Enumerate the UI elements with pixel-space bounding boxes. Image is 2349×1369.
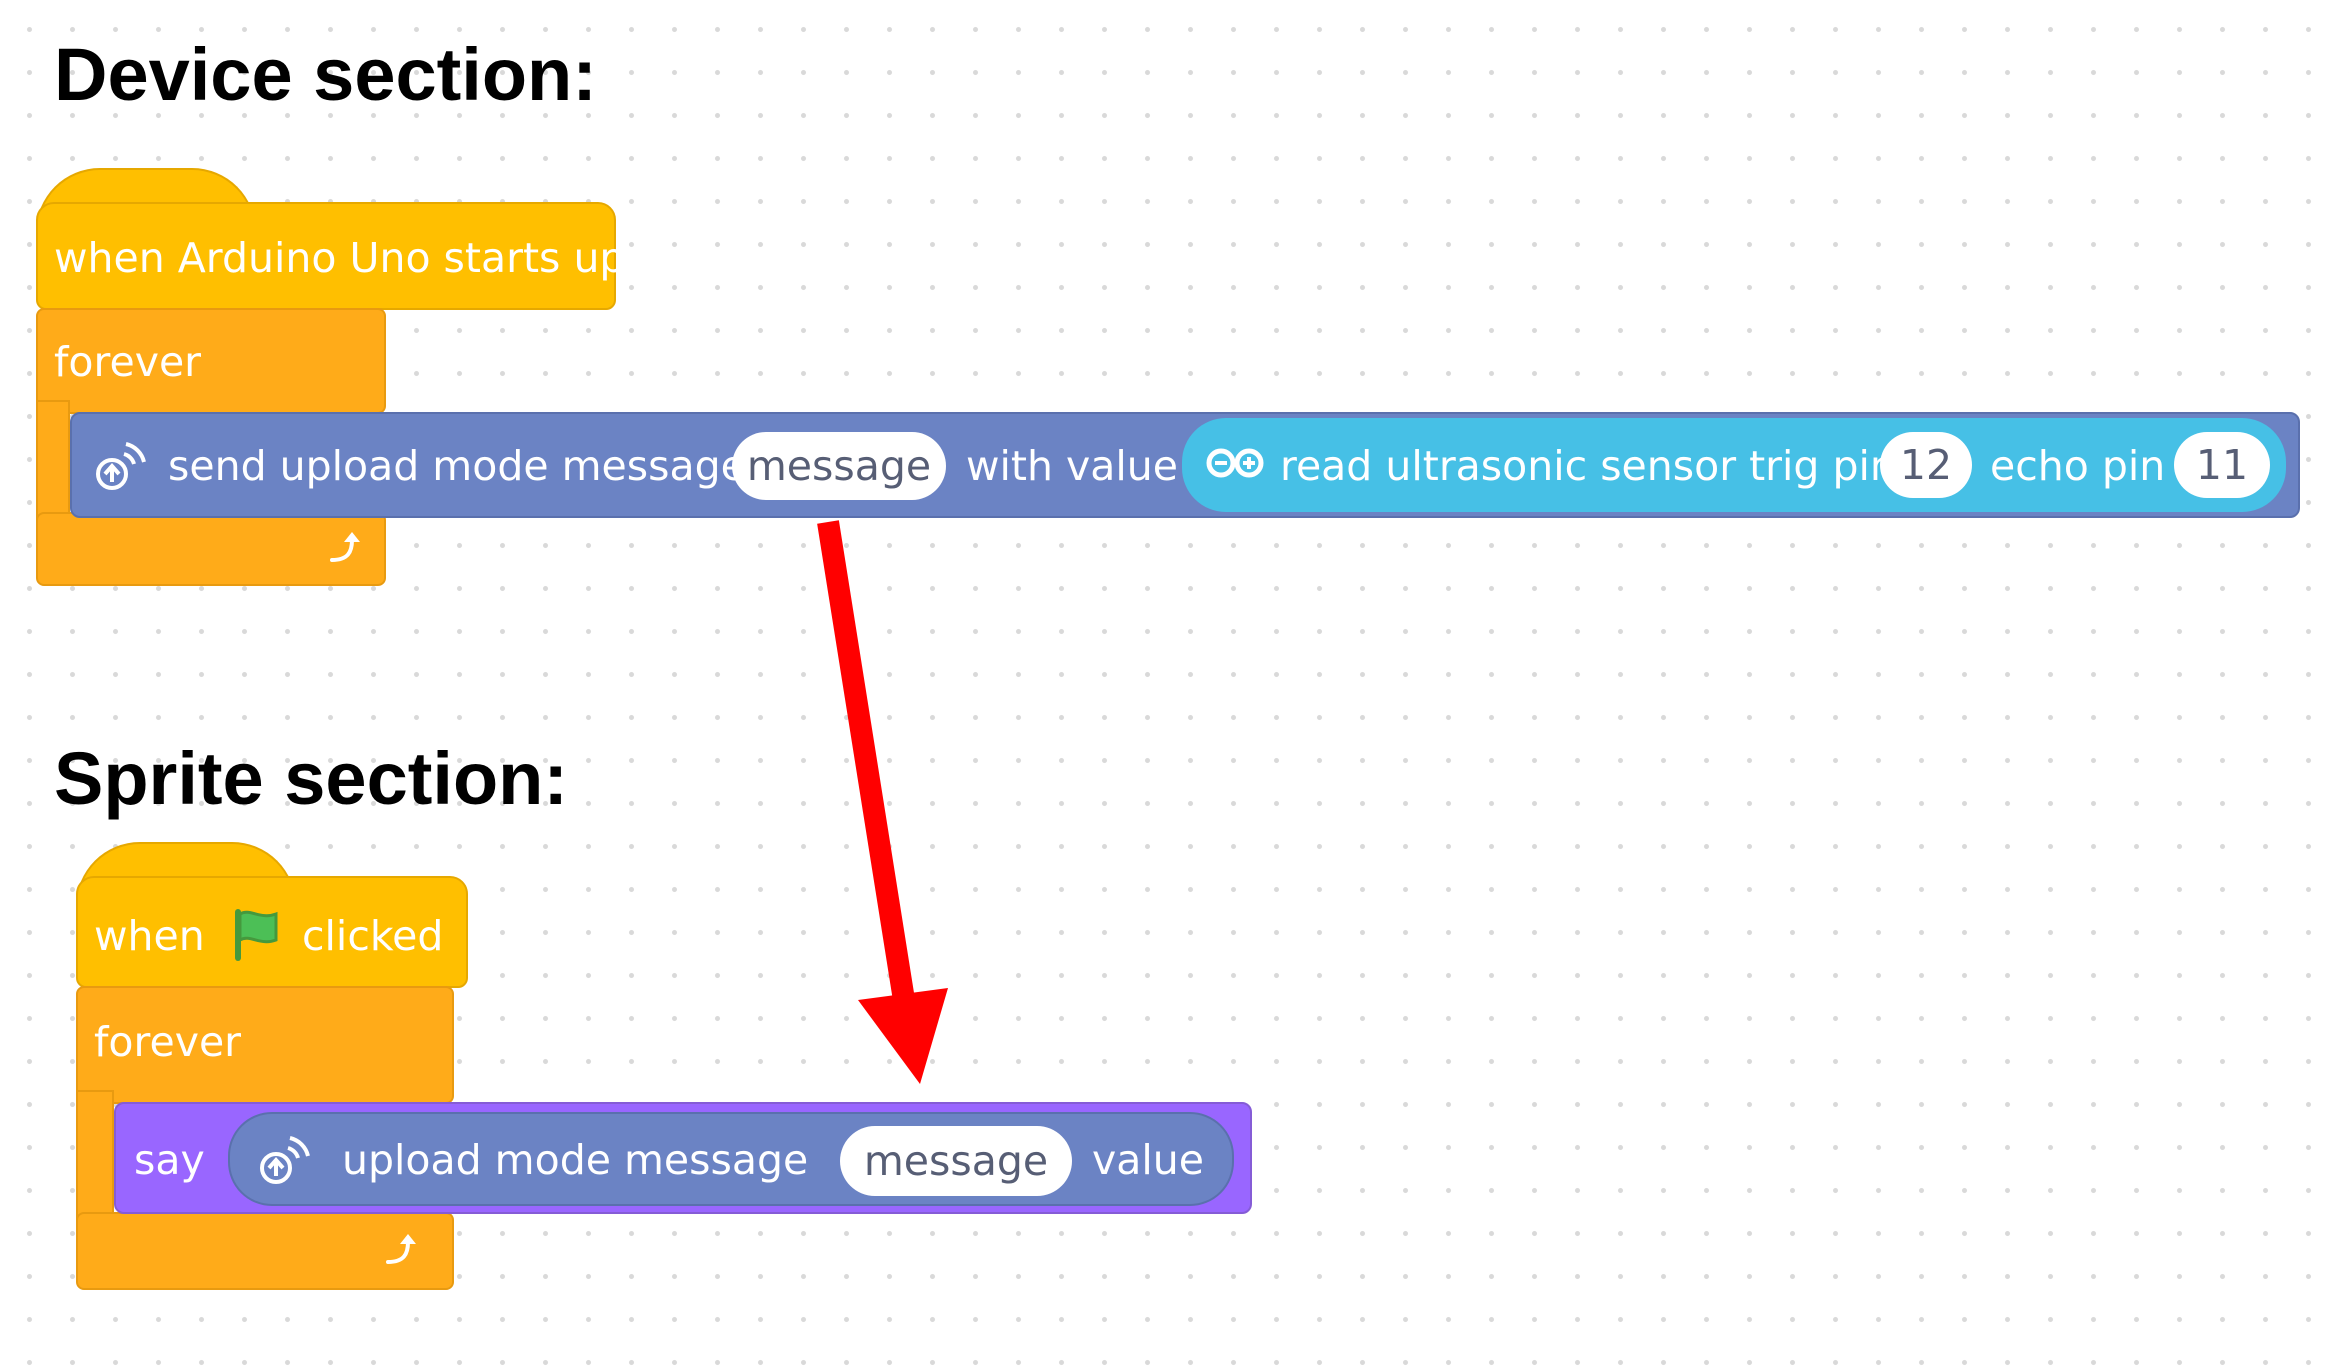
echo-pin-label: echo pin — [1990, 442, 2166, 490]
hat-clicked-label: clicked — [302, 912, 444, 960]
forever-label: forever — [94, 1018, 242, 1066]
echo-pin-input[interactable]: 11 — [2174, 432, 2270, 498]
upload-mode-message-reporter[interactable]: upload mode message message value — [228, 1112, 1234, 1206]
say-block[interactable]: say upload mode message message value — [114, 1102, 1252, 1214]
send-upload-mode-message-block[interactable]: send upload mode message message with va… — [70, 412, 2300, 518]
forever-block-arm — [76, 1090, 114, 1230]
loop-arrow-icon — [380, 1230, 420, 1270]
sprite-section-heading: Sprite section: — [54, 737, 568, 820]
forever-label: forever — [54, 338, 202, 386]
upload-mode-icon — [254, 1130, 314, 1190]
green-flag-icon — [228, 906, 284, 962]
forever-block-bottom — [36, 512, 386, 586]
loop-arrow-icon — [324, 528, 364, 568]
when-flag-clicked-hat-block[interactable]: when clicked — [76, 876, 468, 988]
upload-mode-icon — [90, 436, 150, 496]
trig-pin-input[interactable]: 12 — [1880, 432, 1972, 498]
when-arduino-starts-hat-block[interactable]: when Arduino Uno starts up — [36, 202, 625, 310]
forever-block-bottom — [76, 1212, 454, 1290]
hat-when-label: when — [94, 912, 205, 960]
say-label: say — [134, 1136, 205, 1184]
message-input[interactable]: message — [840, 1126, 1072, 1196]
value-label: value — [1092, 1136, 1204, 1184]
arduino-infinity-icon — [1204, 440, 1268, 486]
device-section-heading: Device section: — [54, 33, 597, 116]
forever-block-arm — [36, 400, 70, 530]
hat-block-label: when Arduino Uno starts up — [54, 234, 626, 282]
send-block-label: send upload mode message — [168, 442, 746, 490]
forever-block[interactable]: forever — [76, 986, 454, 1104]
ultrasonic-sensor-reporter[interactable]: read ultrasonic sensor trig pin 12 echo … — [1182, 418, 2286, 512]
message-input[interactable]: message — [732, 432, 946, 500]
ultrasonic-label: read ultrasonic sensor trig pin — [1280, 442, 1896, 490]
with-value-label: with value — [966, 442, 1179, 490]
upload-mode-label: upload mode message — [342, 1136, 809, 1184]
